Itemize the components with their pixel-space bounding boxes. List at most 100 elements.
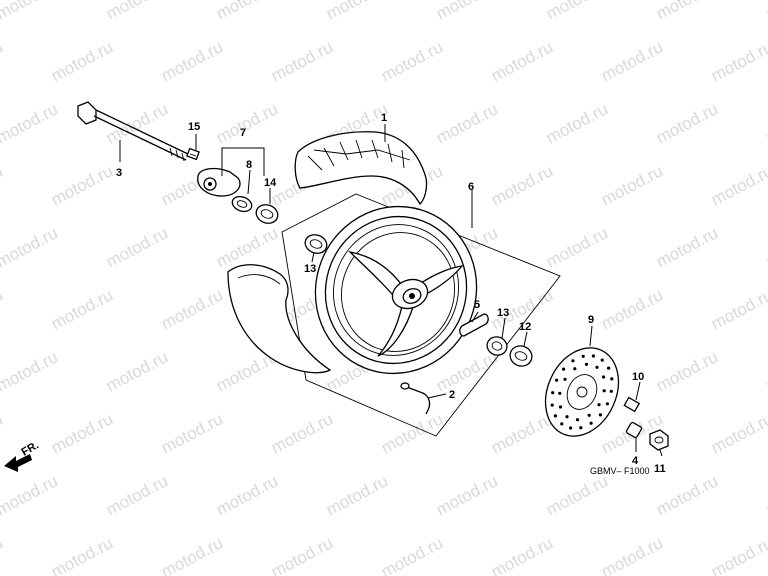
disk-hole (550, 403, 554, 407)
watermark-text: motod.ru (708, 161, 768, 209)
watermark-text: motod.ru (433, 0, 501, 24)
disk-hole (562, 367, 566, 371)
disk-hole (560, 422, 564, 426)
tire-lower (227, 264, 332, 374)
disk-hole (565, 415, 569, 419)
tire-valve (400, 382, 431, 415)
disk-hole (571, 359, 575, 363)
callout-4: 4 (632, 455, 639, 467)
disk-hole (605, 402, 610, 406)
watermark-text: motod.ru (48, 37, 116, 85)
watermark-text: motod.ru (0, 409, 6, 457)
callout-labels: 1 2 3 4 5 6 7 8 9 10 11 12 13 13 14 15 (116, 112, 666, 475)
disk-hole (609, 389, 613, 393)
disk-hole (579, 426, 583, 430)
bearing-13-left (304, 234, 328, 254)
disk-bolt (623, 396, 641, 413)
callout-7: 7 (240, 127, 246, 139)
watermark-text: motod.ru (103, 223, 171, 271)
callout-9: 9 (588, 314, 594, 326)
watermark-text: motod.ru (708, 409, 768, 457)
seal-12 (509, 345, 533, 367)
watermark-text: motod.ru (598, 533, 666, 576)
watermark-text: motod.ru (0, 533, 6, 576)
disk-hole (555, 378, 559, 382)
watermark-text: motod.ru (213, 0, 281, 24)
axle-bolt (77, 101, 189, 162)
watermark-text: motod.ru (0, 161, 6, 209)
callout-1: 1 (381, 112, 387, 124)
watermark-text: motod.ru (433, 99, 501, 147)
watermark-text: motod.ru (378, 533, 446, 576)
watermark-text: motod.ru (763, 223, 768, 271)
watermark-text: motod.ru (653, 99, 721, 147)
speedometer-gearbox (197, 167, 241, 197)
watermark-text: motod.ru (268, 409, 336, 457)
watermark-text: motod.ru (378, 409, 446, 457)
watermark-text: motod.ru (763, 347, 768, 395)
disk-hole (558, 405, 563, 409)
watermark-text: motod.ru (708, 37, 768, 85)
watermark-text: motod.ru (158, 409, 226, 457)
callout-15: 15 (188, 121, 200, 133)
collar-4 (625, 421, 643, 439)
bearing-13-right (486, 336, 508, 356)
watermark-text: motod.ru (48, 161, 116, 209)
callout-3: 3 (116, 167, 122, 179)
watermark-text: motod.ru (0, 285, 6, 333)
watermark-text: motod.ru (488, 161, 556, 209)
watermark-text: motod.ru (268, 533, 336, 576)
disk-hole (610, 377, 614, 381)
disk-hole (584, 362, 589, 366)
disk-hole (607, 366, 611, 370)
watermark-text: motod.ru (598, 161, 666, 209)
callout-10: 10 (632, 371, 644, 383)
watermark-text: motod.ru (0, 0, 61, 24)
watermark-text: motod.ru (158, 285, 226, 333)
front-direction-arrow (4, 454, 32, 472)
watermark-text: motod.ru (103, 347, 171, 395)
watermark-text: motod.ru (158, 533, 226, 576)
watermark-text: motod.ru (708, 285, 768, 333)
callout-2: 2 (449, 389, 455, 401)
watermark-text: motod.ru (763, 99, 768, 147)
watermark-text: motod.ru (158, 37, 226, 85)
tire-upper (294, 131, 428, 206)
watermark-text: motod.ru (323, 471, 391, 519)
callout-11: 11 (654, 463, 666, 475)
callout-14: 14 (264, 177, 277, 189)
bolt-15 (186, 147, 200, 161)
callout-12: 12 (519, 321, 531, 333)
disk-hole (589, 421, 593, 425)
watermark-text: motod.ru (653, 347, 721, 395)
callout-13-right: 13 (497, 307, 509, 319)
disk-hole (551, 391, 555, 395)
diagram-code: GBMV– F1000 (590, 466, 650, 476)
watermark-text: motod.ru (543, 99, 611, 147)
watermark-text: motod.ru (103, 0, 171, 24)
seal-14 (255, 204, 279, 224)
disk-hole (591, 354, 596, 358)
watermark-text: motod.ru (323, 0, 391, 24)
disk-hole (595, 365, 599, 369)
gear-8 (231, 195, 253, 213)
disk-hole (602, 389, 606, 393)
watermark-text: motod.ru (378, 37, 446, 85)
watermark-text: motod.ru (763, 471, 768, 519)
watermark-text: motod.ru (488, 409, 556, 457)
watermark-text: motod.ru (0, 223, 61, 271)
disk-hole (553, 414, 558, 418)
disk-hole (569, 426, 573, 430)
disk-hole (558, 391, 562, 395)
watermark-text: motod.ru (103, 471, 171, 519)
disk-hole (563, 377, 567, 381)
watermark-text: motod.ru (653, 223, 721, 271)
watermark-text: motod.ru (653, 0, 721, 24)
watermark-text: motod.ru (708, 533, 768, 576)
disk-hole (598, 413, 603, 417)
watermark-text: motod.ru (598, 37, 666, 85)
watermark-text: motod.ru (543, 0, 611, 24)
watermark-text: motod.ru (0, 347, 61, 395)
watermark-text: motod.ru (103, 99, 171, 147)
